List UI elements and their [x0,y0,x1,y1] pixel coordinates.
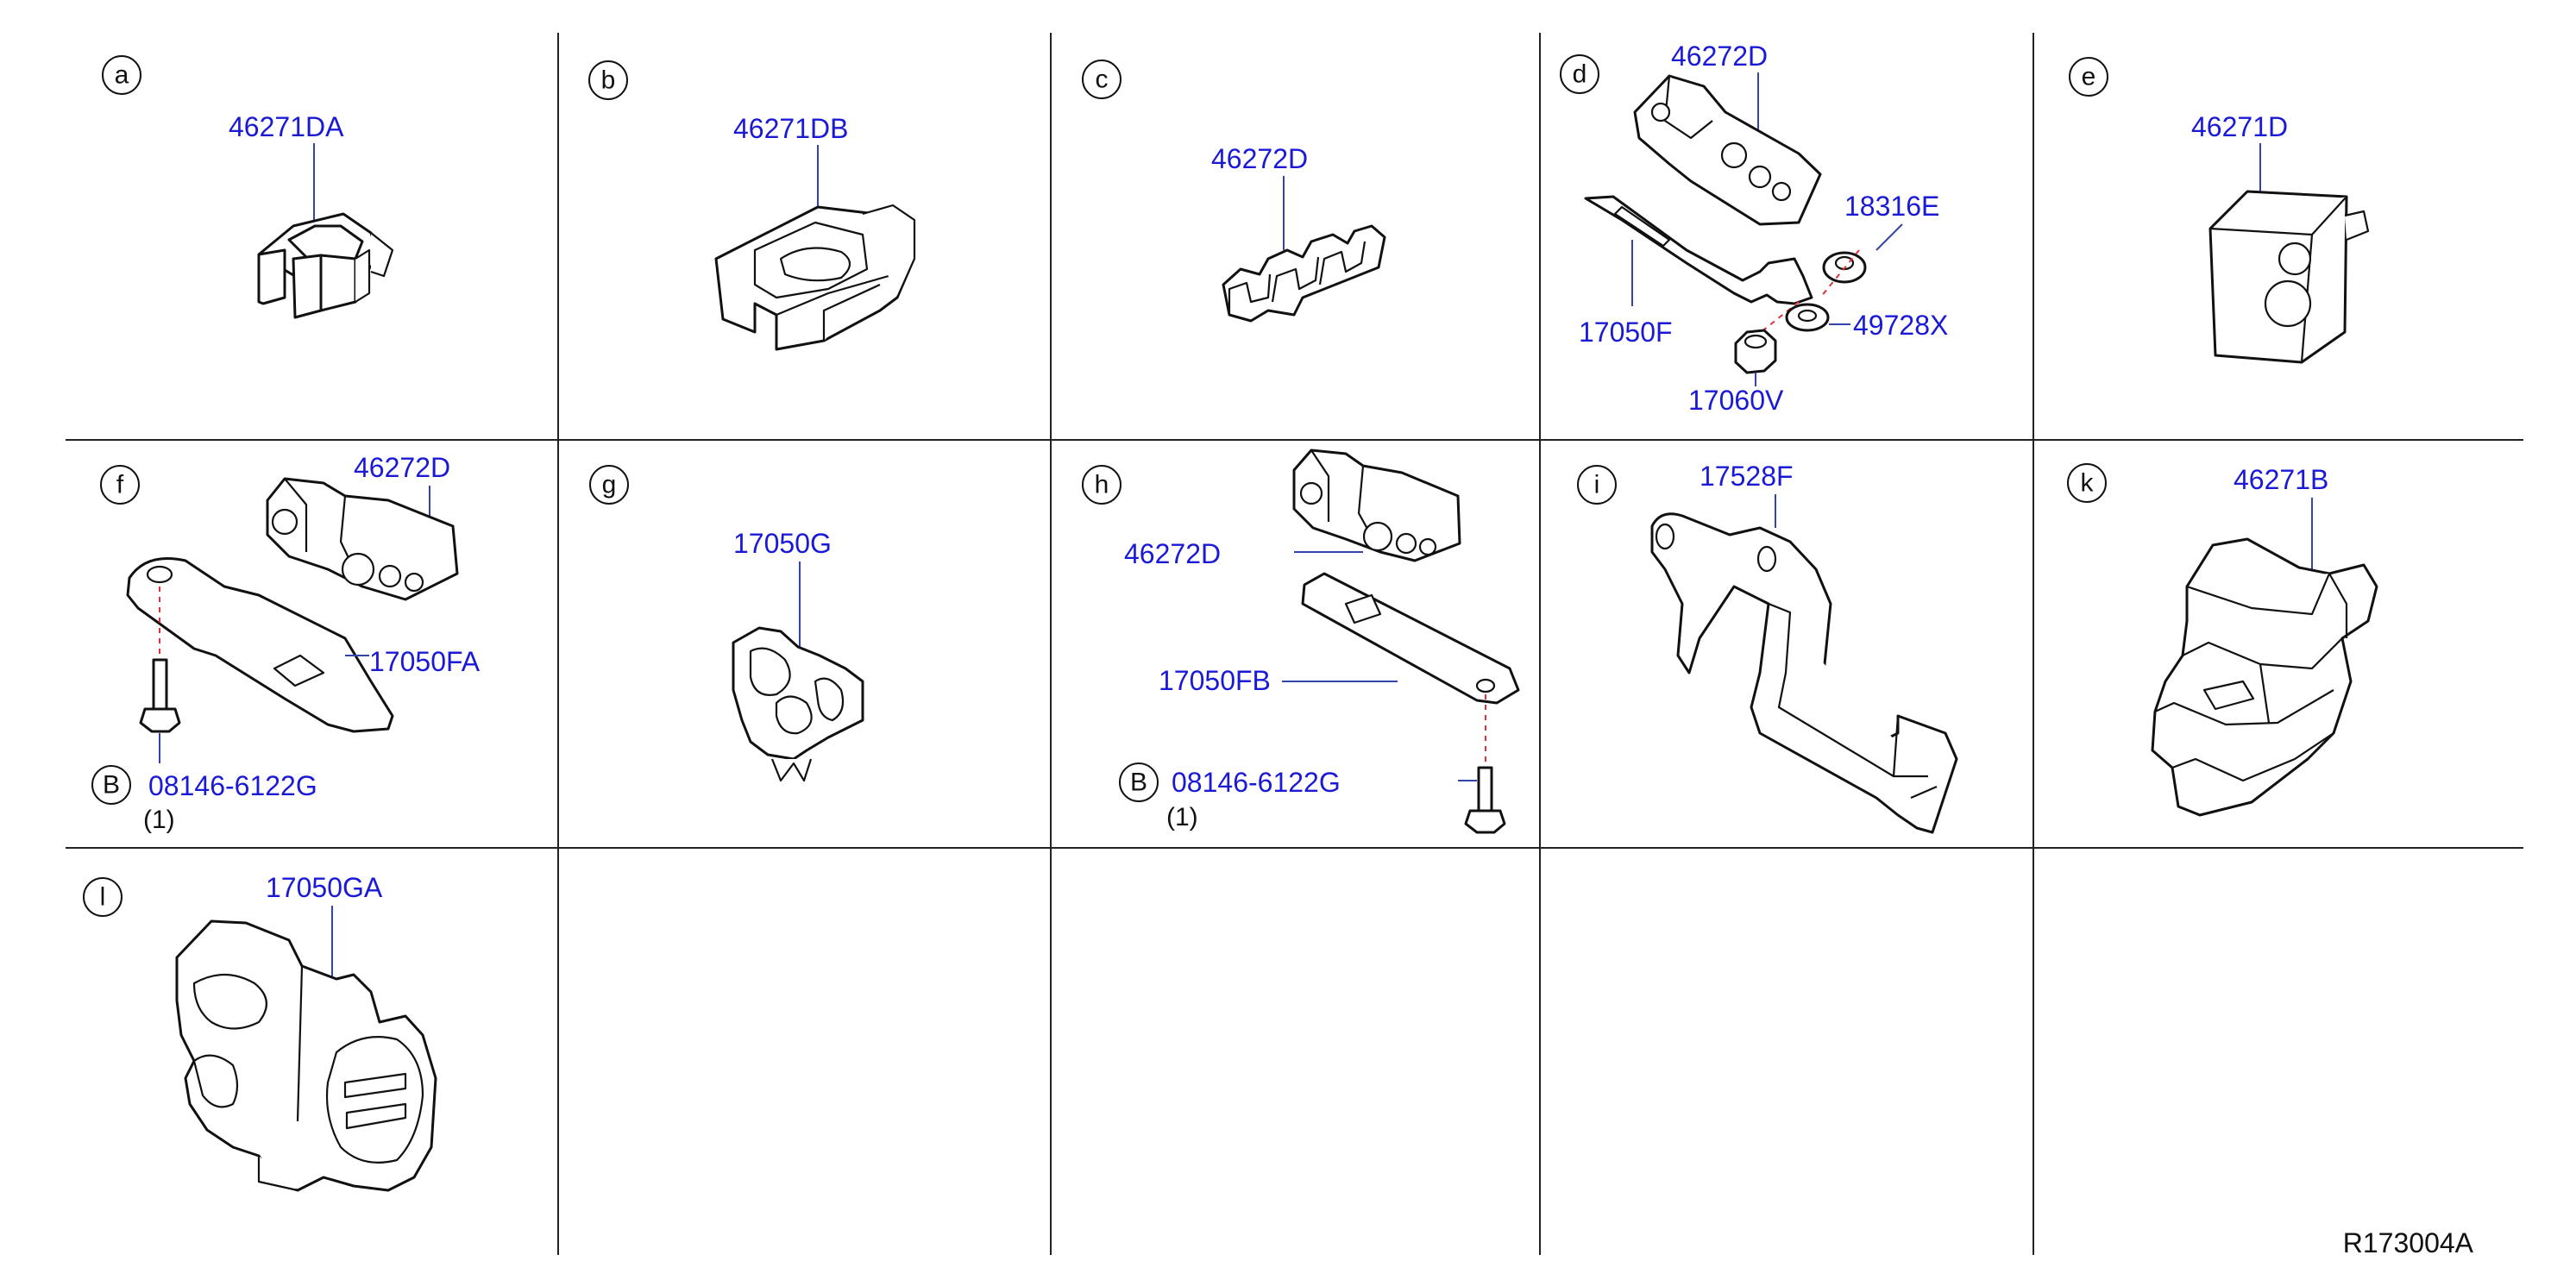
panel-i: i 17528F [1577,461,1958,834]
reference-b-circle [91,765,131,805]
part-number[interactable]: 46272D [354,452,450,483]
panel-letter: l [100,883,106,912]
panel-l: l 17050GA [83,872,437,1192]
bracket-17050F-drawing [1584,195,1813,305]
panel-b: b 46271DB [588,60,916,351]
panel-letter-a-circle [102,55,141,95]
block-46271D-drawing [2208,190,2370,364]
panel-letter: b [601,66,616,95]
panel-letter: f [116,471,124,499]
panel-g: g 17050G [589,465,864,782]
clip-46271DA-drawing [257,212,394,319]
panel-letter: e [2082,63,2096,91]
bracket-17050FB-drawing [1301,572,1520,705]
panel-letter-l-circle [83,877,123,917]
part-number[interactable]: 46271B [2234,464,2328,495]
part-number[interactable]: 46272D [1671,41,1768,72]
panel-letter-e-circle [2069,57,2108,97]
bolt-08146-6122G-drawing [139,658,181,733]
panel-letter-b-circle [588,60,628,100]
clip-46271B-drawing [2151,537,2378,817]
panel-d: d 46272D 18316E 49728X 17050F [1560,41,1948,416]
panel-a: a 46271DA [102,55,394,319]
reference-letter: B [1130,769,1147,797]
panel-f: f 46272D 17050FA B 08146-6122G (1) [91,452,481,834]
clip-46271DB-drawing [714,204,916,351]
panel-letter-h-circle [1082,465,1122,505]
panel-letter-f-circle [100,465,140,505]
block-46272D-drawing [266,477,459,601]
bracket-17528F-drawing [1650,512,1958,834]
reference-letter: B [103,771,120,800]
panel-letter: k [2081,469,2095,498]
panel-letter-k-circle [2067,463,2107,503]
quantity: (1) [143,806,175,834]
panel-letter: c [1096,66,1109,94]
part-number[interactable]: 08146-6122G [148,770,317,801]
part-number[interactable]: 17528F [1700,461,1794,492]
part-number[interactable]: 46272D [1124,538,1221,569]
part-number[interactable]: 17050FB [1159,665,1271,696]
panel-h: h 46272D 17050FB B 08146-6122G (1) [1082,449,1520,834]
panel-c: c 46272D [1082,60,1386,323]
quantity: (1) [1166,803,1198,831]
part-number[interactable]: 08146-6122G [1172,767,1341,798]
panel-letter: i [1594,471,1600,499]
bracket-17050FA-drawing [126,557,394,733]
reference-b-circle [1119,762,1159,802]
part-number[interactable]: 17050F [1579,317,1673,348]
nut-17060V-drawing [1734,329,1777,374]
panel-letter: g [602,471,617,499]
part-number[interactable]: 46271DB [733,113,848,144]
clip-17050G-drawing [732,626,864,782]
part-number[interactable]: 49728X [1853,310,1948,341]
panel-letter-d-circle [1560,54,1599,94]
panel-letter-i-circle [1577,465,1617,505]
part-number[interactable]: 46271D [2191,111,2288,142]
bolt-08146-6122G-drawing [1464,766,1506,834]
block-46272D-drawing [1633,74,1822,226]
panel-letter-c-circle [1082,60,1122,99]
part-number[interactable]: 17060V [1688,385,1784,416]
part-number[interactable]: 17050GA [266,872,383,903]
part-number[interactable]: 17050FA [369,646,481,677]
panel-letter: d [1573,60,1587,89]
clip-17050GA-drawing [175,919,437,1192]
panel-k: k 46271B [2067,463,2378,817]
panel-letter: a [115,61,129,90]
panel-e: e 46271D [2069,57,2370,364]
grid-lines [66,33,2523,1255]
part-number[interactable]: 46271DA [229,111,344,142]
panel-letter: h [1095,471,1109,499]
panel-letter-g-circle [589,465,629,505]
block-46272D-drawing [1292,449,1461,562]
part-number[interactable]: 18316E [1844,191,1939,222]
clip-46272D-drawing [1222,224,1386,323]
diagram-id: R173004A [2343,1227,2474,1258]
part-number[interactable]: 46272D [1211,143,1308,174]
part-number[interactable]: 17050G [733,528,832,559]
